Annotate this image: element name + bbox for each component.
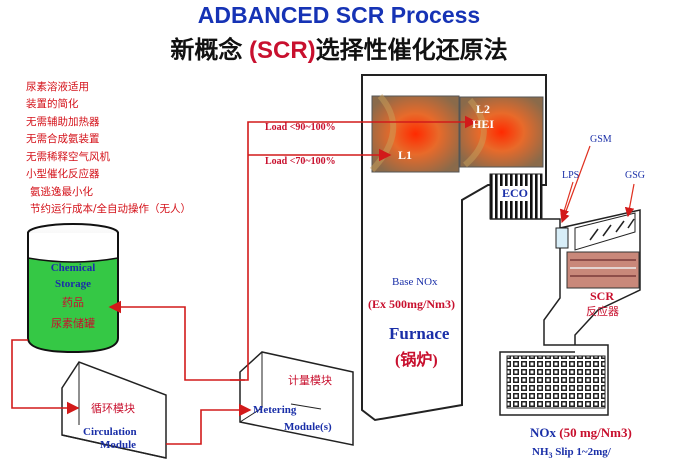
chemical-storage-tank [27,223,119,354]
outlet-slip-prefix: NH [532,446,549,458]
flow-lines [11,115,478,445]
furnace-label-cn: (锅炉) [395,352,438,369]
circulation-module-box [61,361,167,459]
feature-item: 无需稀释空气风机 [26,151,110,163]
feature-item: 氨逃逸最小化 [30,186,93,198]
gsg-sensor-line [624,183,635,218]
feature-item: 节约运行成本/全自动操作（无人） [30,203,192,215]
feature-item: 尿素溶液适用 [26,81,89,93]
circulation-module-cn: 循环模块 [91,402,135,415]
storage-label-1: Chemical [50,262,96,274]
storage-label-cn-1: 药品 [62,296,84,309]
title-cn-suffix: 选择性催化还原法 [315,37,508,64]
load-label-high: Load <90~100% [265,122,336,133]
furnace-label: Furnace [389,324,450,343]
burner-label-l2: L2 [476,102,491,116]
sensor-gsm-label: GSM [590,134,612,145]
sensor-lps-label: LPS [562,170,580,181]
outlet-nh3-slip: NH3 Slip 1~2mg/ [532,446,611,460]
flue-duct [490,209,641,346]
gsm-sensor-line [560,145,591,224]
scr-reactor-photo [566,251,640,289]
storage-label-cn-2: 尿素储罐 [51,317,95,330]
feature-item: 装置的简化 [26,98,79,110]
outlet-slip-suffix: Slip 1~2mg/ [552,446,611,458]
title-english: ADBANCED SCR Process [197,2,481,28]
storage-label-2: Storage [54,278,92,290]
title-chinese: 新概念 (SCR)选择性催化还原法 [0,30,678,65]
outlet-slip-sub: 3 [548,451,553,461]
feature-item: 无需合成氨装置 [26,133,100,145]
furnace-nox-value: (Ex 500mg/Nm3) [368,297,455,311]
furnace-base-nox: Base NOx [392,276,438,288]
burner-label-hei: HEI [472,117,495,131]
feature-item: 无需辅助加热器 [26,116,100,128]
title-cn-scr: (SCR) [249,37,316,64]
circulation-module-en-2: Module [100,439,137,451]
scr-label: SCR [590,289,615,303]
outlet-nox: NOx (50 mg/Nm3) [530,425,632,441]
circulation-module-en-1: Circulation [83,426,137,438]
outlet-nox-value: (50 mg/Nm3) [556,425,632,440]
feature-item: 小型催化反应器 [26,168,100,180]
metering-module-cn: 计量模块 [288,374,332,387]
metering-module-en-1: Metering [253,404,297,416]
burner-label-l1: L1 [398,148,413,162]
lps-sensor-line [559,181,574,220]
sensor-gsg-label: GSG [625,170,646,181]
air-heater-mesh [506,355,606,409]
outlet-nox-label: NOx [530,425,556,440]
scr-label-cn: 反应器 [586,305,619,318]
outlet-section [499,344,609,416]
eco-label: ECO [500,186,531,201]
load-label-low: Load <70~100% [265,156,336,167]
title-cn-prefix: 新概念 [170,37,249,64]
metering-module-en-2: Module(s) [284,421,332,433]
